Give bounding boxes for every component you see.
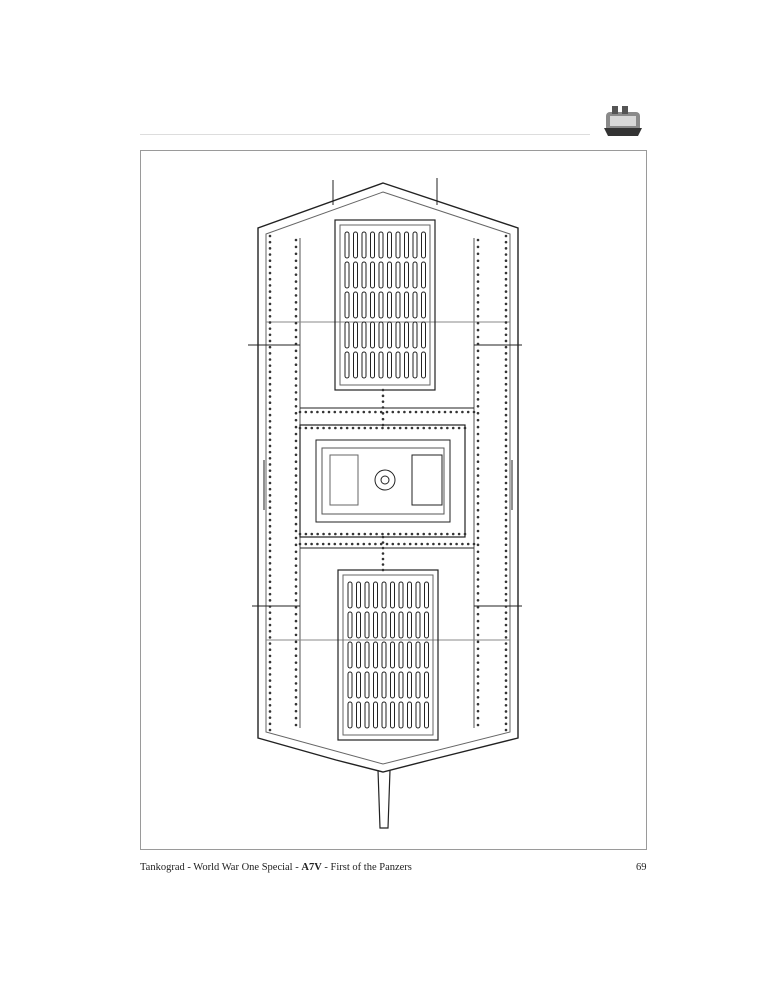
page-number: 69 xyxy=(636,862,647,873)
footer-suffix: - First of the Panzers xyxy=(321,862,412,873)
figure-frame xyxy=(140,150,647,850)
command-cupola xyxy=(299,424,466,538)
page-footer-title: Tankograd - World War One Special - A7V … xyxy=(140,862,412,873)
footer-bold: A7V xyxy=(301,862,322,873)
engine-grille xyxy=(334,219,436,391)
header-rule xyxy=(140,134,590,135)
engine-grille xyxy=(337,569,439,741)
main-gun xyxy=(377,769,391,829)
hull-outline xyxy=(257,182,519,773)
footer-prefix: Tankograd - World War One Special - xyxy=(140,862,302,873)
tank-photo-icon xyxy=(604,106,642,136)
